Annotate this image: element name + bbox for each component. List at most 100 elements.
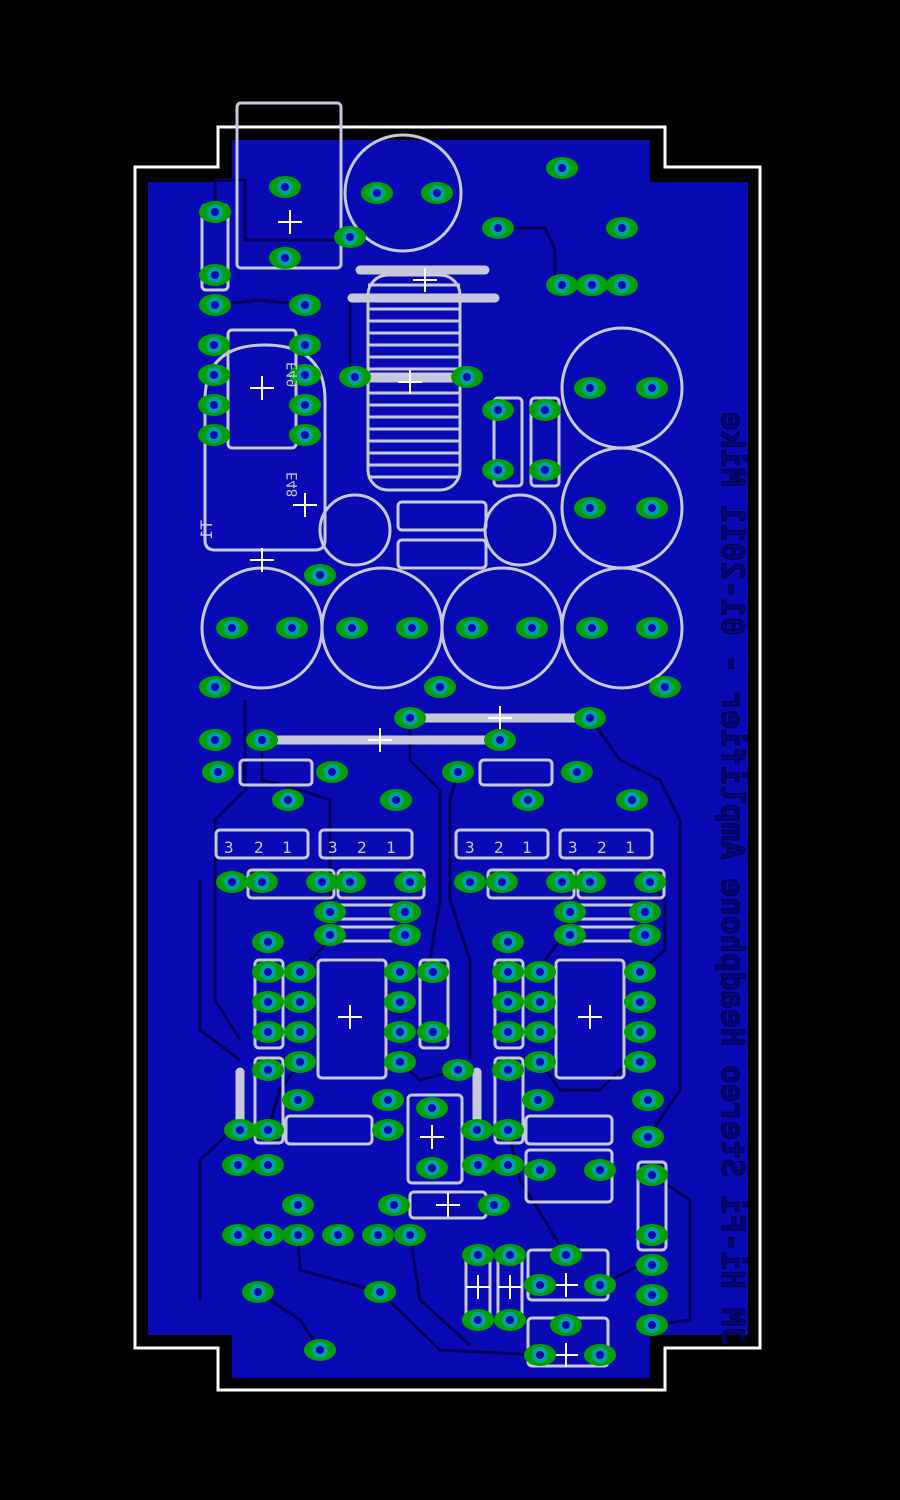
origin-cross-marker <box>250 548 274 572</box>
electrolytic-capacitor-outline <box>560 566 684 690</box>
pad-drill <box>534 1096 542 1104</box>
pad <box>252 1021 284 1043</box>
pad-drill <box>210 341 218 349</box>
pad-drill <box>401 908 409 916</box>
board-title-text: JM Hi-Fi Stereo Headphone Amplifier - 01… <box>714 412 750 1345</box>
pad <box>282 1194 314 1216</box>
pad-drill <box>326 908 334 916</box>
pad-drill <box>562 1251 570 1259</box>
pad <box>276 617 308 639</box>
pad-drill <box>211 683 219 691</box>
pad <box>284 991 316 1013</box>
pad <box>252 1059 284 1081</box>
origin-cross-marker <box>488 706 512 730</box>
pad-drill <box>390 1201 398 1209</box>
pad <box>550 1244 582 1266</box>
pad <box>636 617 668 639</box>
pad-drill <box>281 183 289 191</box>
pad-drill <box>436 683 444 691</box>
origin-cross-marker <box>338 1005 362 1029</box>
pad <box>252 1154 284 1176</box>
pad <box>456 617 488 639</box>
pad <box>606 274 638 296</box>
pad <box>492 1119 524 1141</box>
pad <box>546 871 578 893</box>
capacitor-outline <box>529 396 561 488</box>
transistor-outline <box>318 493 392 567</box>
origin-cross-marker <box>368 728 392 752</box>
pad-drill <box>346 878 354 886</box>
pad-drill <box>264 938 272 946</box>
pad-drill <box>234 1161 242 1169</box>
pad <box>269 176 301 198</box>
pad <box>529 399 561 421</box>
origin-cross-marker <box>250 376 274 400</box>
pad <box>486 871 518 893</box>
pad <box>282 1089 314 1111</box>
pad-drill <box>504 998 512 1006</box>
pad <box>394 707 426 729</box>
pad-drill <box>328 768 336 776</box>
trace <box>448 771 472 1060</box>
pad <box>322 1224 354 1246</box>
pad-drill <box>384 1096 392 1104</box>
pad <box>494 1309 526 1331</box>
pad-drill <box>428 1164 436 1172</box>
trace <box>588 717 682 1138</box>
pad <box>284 1021 316 1043</box>
regulator-outline <box>454 828 550 860</box>
pad-drill <box>504 968 512 976</box>
pad <box>574 871 606 893</box>
pad-drill <box>536 1351 544 1359</box>
pad <box>492 931 524 953</box>
pad-drill <box>264 998 272 1006</box>
pad-drill <box>474 1161 482 1169</box>
pad <box>624 1021 656 1043</box>
pad <box>636 1164 668 1186</box>
pad <box>584 1344 616 1366</box>
pad-drill <box>586 384 594 392</box>
electrolytic-capacitor-outline <box>343 133 463 253</box>
pad-drill <box>258 878 266 886</box>
pad <box>339 366 371 388</box>
pad-drill <box>408 624 416 632</box>
origin-cross-marker <box>466 1275 490 1299</box>
origin-cross-marker <box>293 493 317 517</box>
pad-drill <box>228 878 236 886</box>
pad-drill <box>573 768 581 776</box>
pad <box>216 871 248 893</box>
pad-drill <box>498 878 506 886</box>
pad <box>242 1281 274 1303</box>
pad-drill <box>641 931 649 939</box>
pad-drill <box>586 878 594 886</box>
pad-drill <box>463 373 471 381</box>
pad-drill <box>334 1231 342 1239</box>
pad <box>384 991 416 1013</box>
pad-drill <box>648 1171 656 1179</box>
pad-drill <box>494 406 502 414</box>
pad <box>492 991 524 1013</box>
origin-cross-marker <box>398 370 422 394</box>
pad <box>546 157 578 179</box>
pad-drill <box>586 714 594 722</box>
pad-drill <box>454 768 462 776</box>
pad <box>252 1224 284 1246</box>
pad-drill <box>536 1166 544 1174</box>
opamp-outline <box>316 958 388 1080</box>
pin-1: 1 <box>282 838 292 857</box>
pad-drill <box>258 736 266 744</box>
pad <box>442 761 474 783</box>
pad-drill <box>648 1291 656 1299</box>
pad-drill <box>433 189 441 197</box>
pad-drill <box>384 1126 392 1134</box>
trace <box>198 1128 234 1300</box>
pad <box>636 497 668 519</box>
pad <box>522 1089 554 1111</box>
pin-2: 2 <box>254 838 264 857</box>
origin-cross-marker <box>413 268 437 292</box>
pad <box>289 394 321 416</box>
trace <box>408 1234 472 1347</box>
pad <box>384 1021 416 1043</box>
